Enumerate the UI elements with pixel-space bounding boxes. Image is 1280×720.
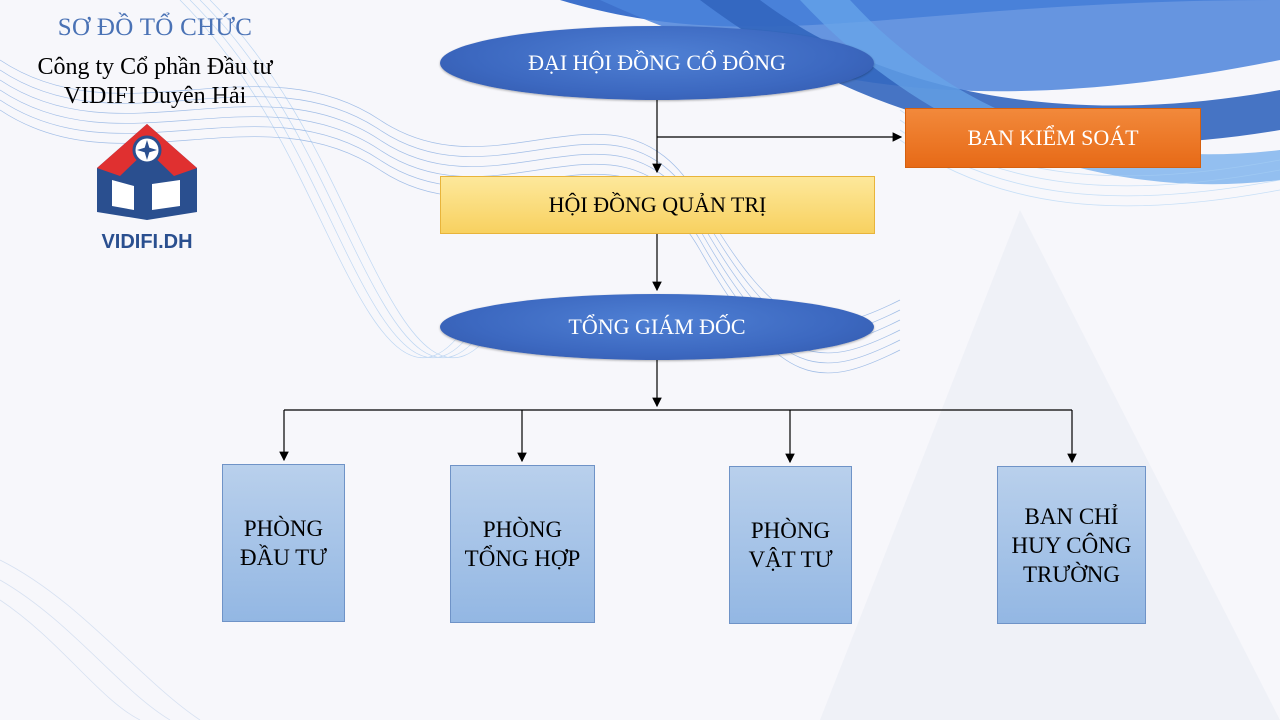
dept-materials: PHÒNG VẬT TƯ [729,466,852,624]
node-general-director: TỔNG GIÁM ĐỐC [440,294,874,360]
node-board-of-directors: HỘI ĐỒNG QUẢN TRỊ [440,176,875,234]
dept-materials-line-2: VẬT TƯ [748,547,833,572]
dept-site-command-line-2: HUY CÔNG [1011,532,1132,558]
node-supervisory-board: BAN KIỂM SOÁT [905,108,1201,168]
dept-general-affairs-line-2: TỔNG HỢP [464,546,581,571]
dept-general-affairs-line-1: PHÒNG [482,517,563,542]
company-name-line-2: VIDIFI Duyên Hải [63,83,247,109]
node-shareholders-meeting-label: ĐẠI HỘI ĐỒNG CỔ ĐÔNG [528,50,786,75]
node-board-of-directors-label: HỘI ĐỒNG QUẢN TRỊ [548,192,767,217]
dept-site-command-line-3: TRƯỜNG [1022,561,1121,587]
company-logo: VIDIFI.DH [97,124,197,253]
dept-materials-line-1: PHÒNG [750,518,831,543]
dept-investment-line-1: PHÒNG [243,516,324,541]
logo-wordmark: VIDIFI.DH [101,231,192,253]
page-title: SƠ ĐỒ TỔ CHỨC [57,14,253,41]
dept-site-command: BAN CHỈ HUY CÔNG TRƯỜNG [997,466,1146,624]
dept-site-command-line-1: BAN CHỈ [1024,503,1119,529]
dept-investment: PHÒNG ĐẦU TƯ [222,464,345,622]
node-supervisory-board-label: BAN KIỂM SOÁT [967,125,1139,150]
dept-investment-line-2: ĐẦU TƯ [239,545,328,570]
node-shareholders-meeting: ĐẠI HỘI ĐỒNG CỔ ĐÔNG [440,26,874,100]
header: SƠ ĐỒ TỔ CHỨC Công ty Cổ phần Đầu tư VID… [0,14,310,111]
company-name-line-1: Công ty Cổ phần Đầu tư [37,54,273,80]
dept-general-affairs: PHÒNG TỔNG HỢP [450,465,595,623]
node-general-director-label: TỔNG GIÁM ĐỐC [568,314,746,339]
